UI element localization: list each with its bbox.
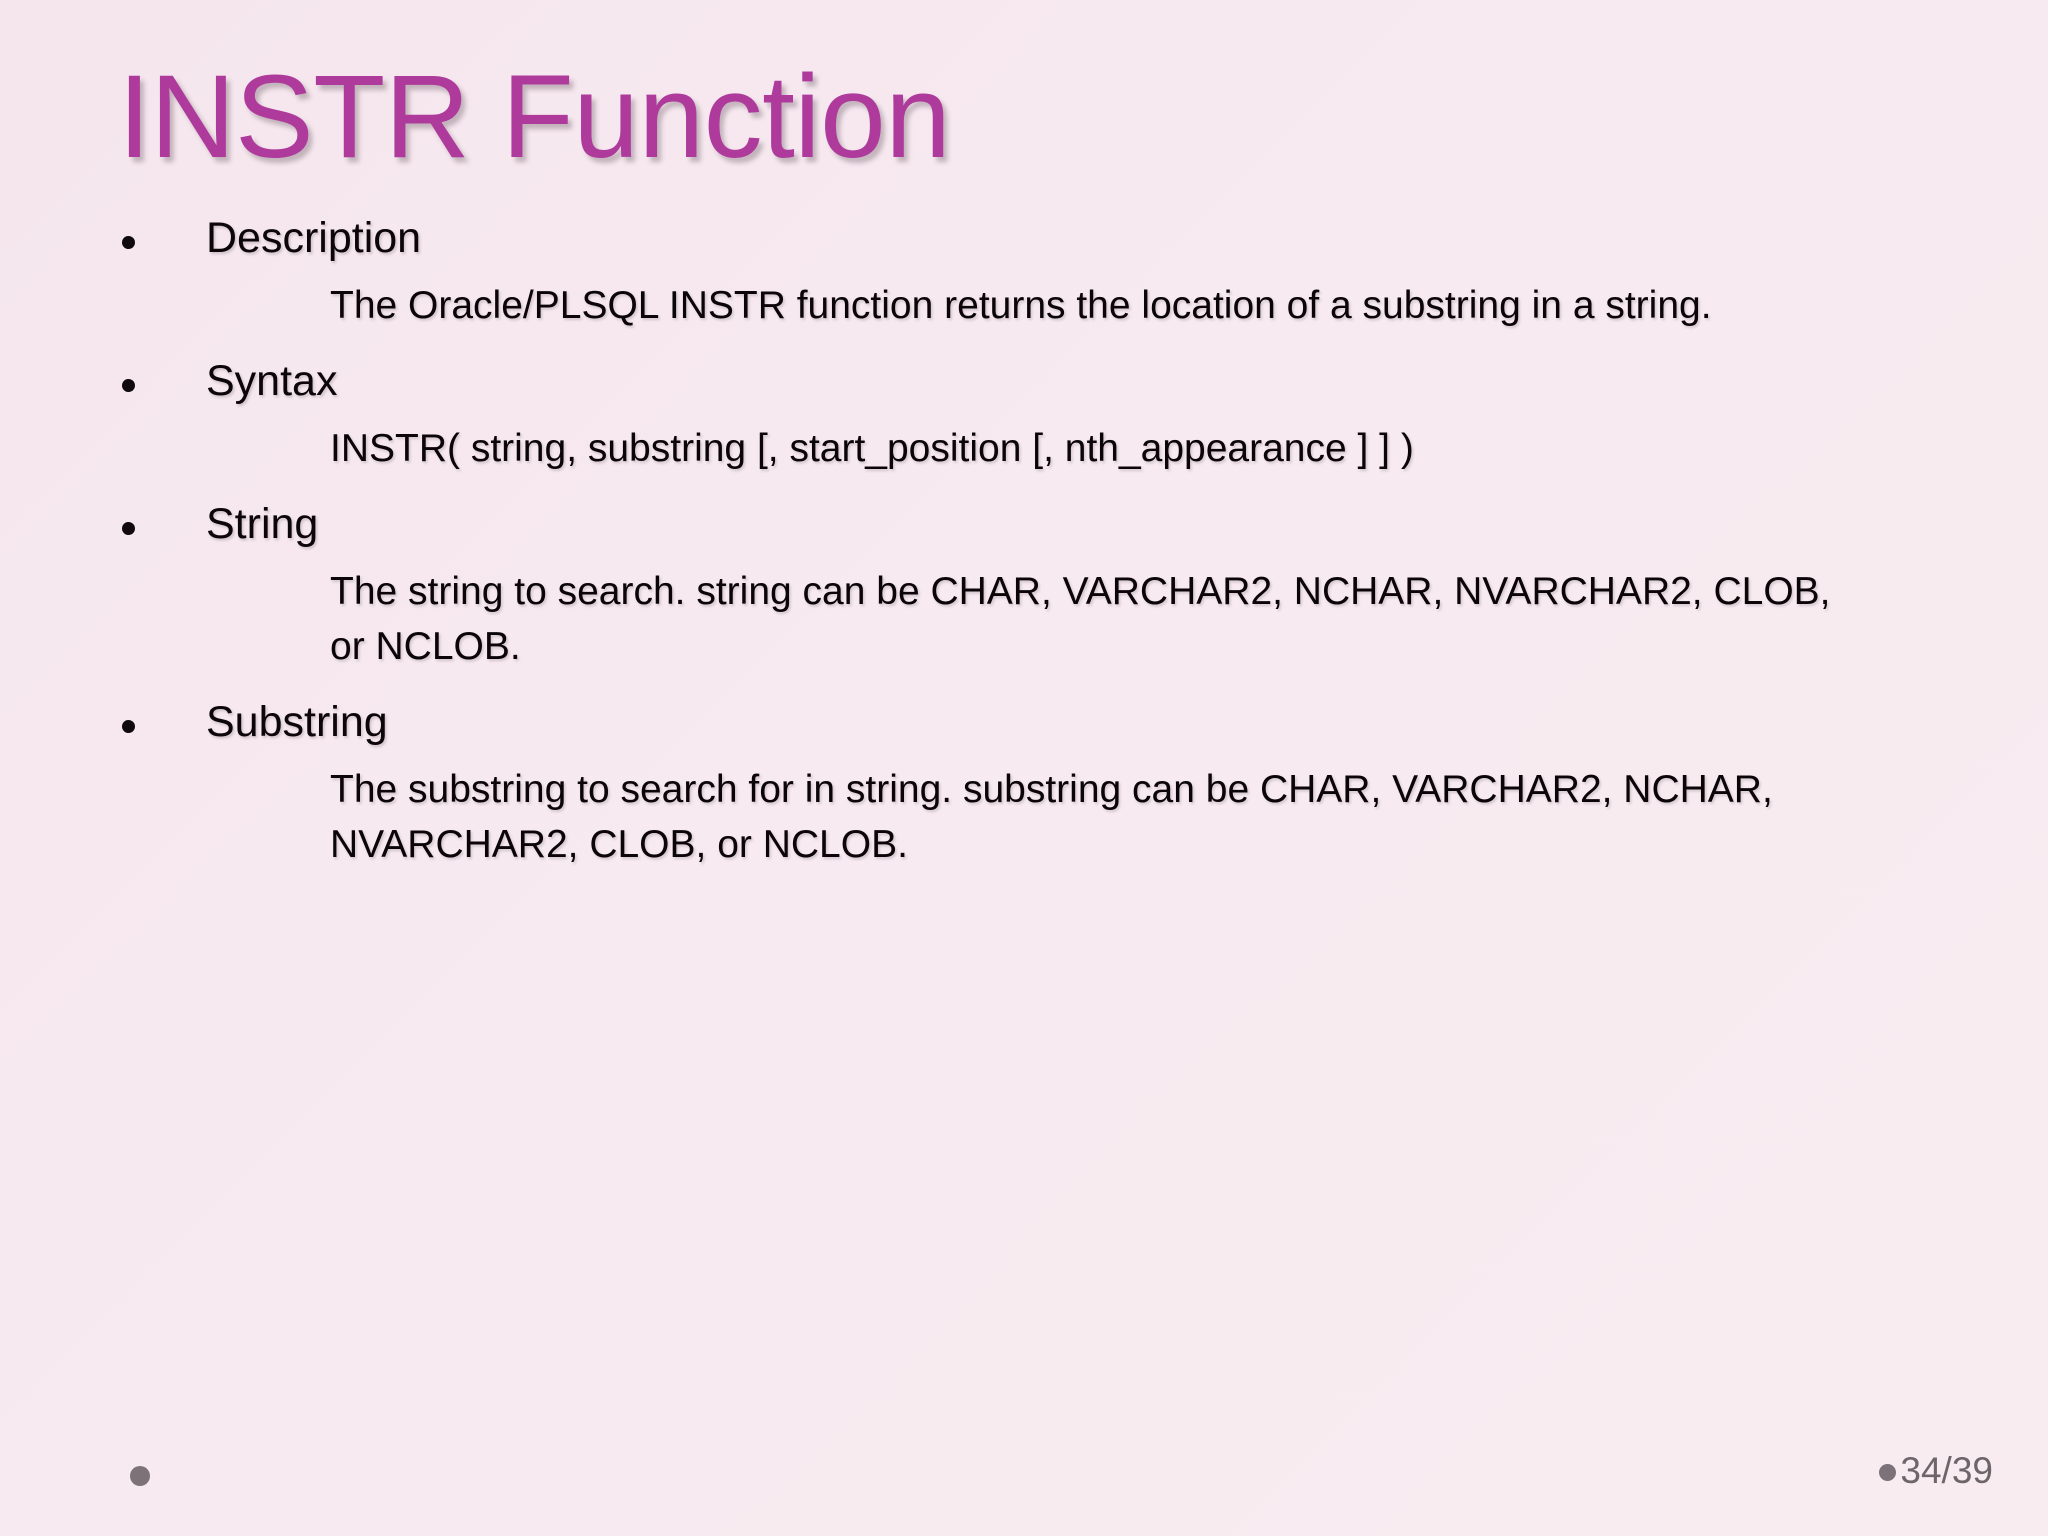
bullet-item-description: Description [0,210,2048,266]
bullet-group-substring: Substring The substring to search for in… [0,694,2048,872]
page-marker-dot-icon [1879,1463,1897,1481]
bullet-label-syntax: Syntax [206,357,338,405]
page-number-indicator: 34/39 [1879,1448,1993,1494]
bullet-label-substring: Substring [206,698,388,746]
bullet-item-string: String [0,496,2048,552]
bullet-dot-icon [122,379,135,392]
bullet-body-syntax: INSTR( string, substring [, start_positi… [330,427,1414,470]
bullet-dot-icon [122,720,135,733]
bullet-body-description: The Oracle/PLSQL INSTR function returns … [330,284,1712,327]
bullet-item-substring: Substring [0,694,2048,750]
bullet-group-description: Description The Oracle/PLSQL INSTR funct… [0,210,2048,333]
bullet-label-string: String [206,500,319,548]
bullet-body-string: The string to search. string can be CHAR… [330,570,1831,668]
page-title: INSTR Function [118,51,951,183]
bullet-dot-icon [122,522,135,535]
bullet-group-syntax: Syntax INSTR( string, substring [, start… [0,353,2048,476]
slide-body: Description The Oracle/PLSQL INSTR funct… [0,210,2048,892]
bullet-group-string: String The string to search. string can … [0,496,2048,674]
bullet-dot-icon [122,236,135,249]
footer-marker-dot-icon [130,1466,150,1486]
page-number-text: 34/39 [1900,1450,1993,1491]
bullet-body-substring: The substring to search for in string. s… [330,768,1773,866]
bullet-item-syntax: Syntax [0,353,2048,409]
bullet-label-description: Description [206,214,422,262]
